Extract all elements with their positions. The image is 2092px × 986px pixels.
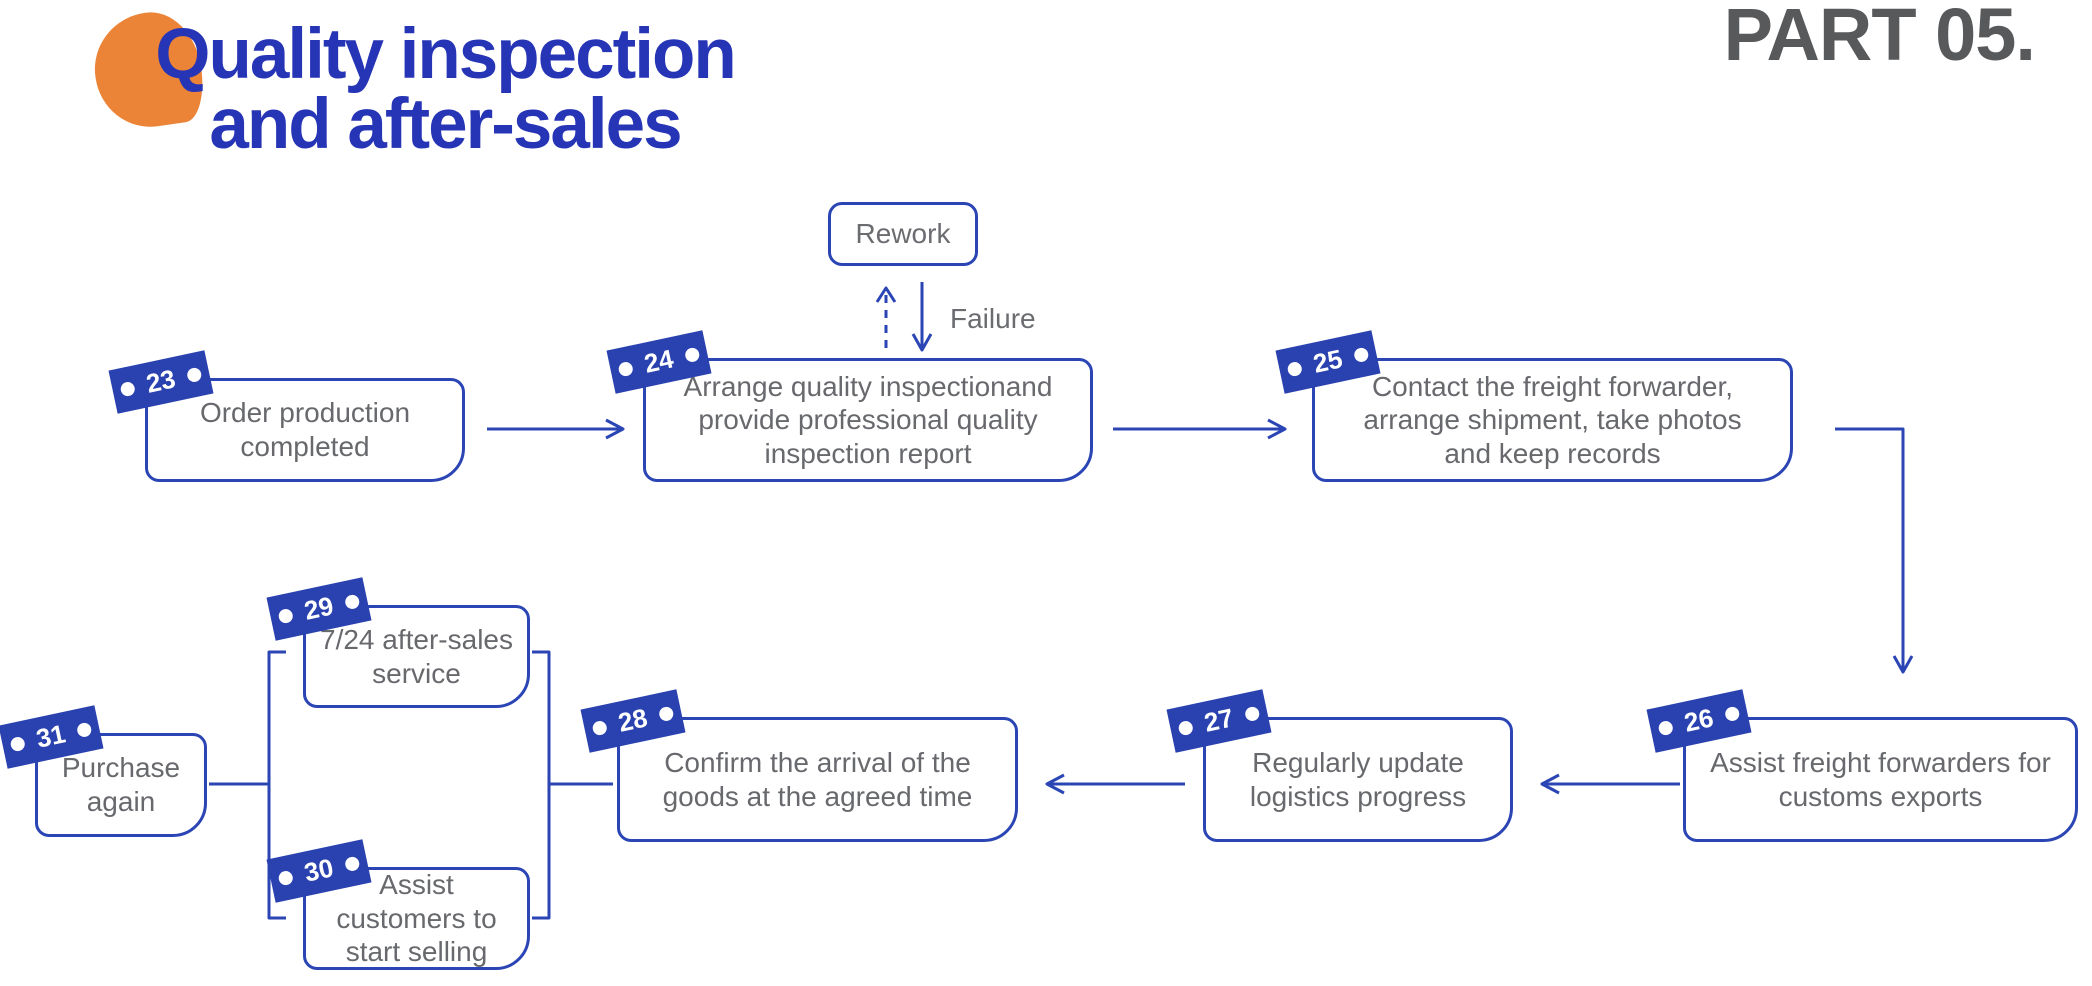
step-number-23: 23 (143, 363, 179, 400)
step-number-28: 28 (615, 702, 651, 739)
step-label-31: Purchase again (61, 752, 181, 817)
step-box-after-sales-service: 29 7/24 after-sales service (266, 577, 530, 708)
step-label-24: Arrange quality inspectionand provide pr… (683, 370, 1053, 469)
part-number-label: PART 05. (1723, 0, 2036, 76)
slide-title-line2: and after-sales (209, 85, 682, 164)
step-box-assist-customs-exports: 26 Assist freight forwarders for customs… (1646, 689, 2078, 842)
arrow-25-to-26-elbow (1835, 427, 1914, 674)
slide-title: Quality inspection and after-sales (125, 15, 765, 164)
step-box-confirm-arrival: 28 Confirm the arrival of the goods at t… (580, 689, 1018, 842)
step-label-23: Order production completed (199, 397, 411, 462)
step-label-27: Regularly update logistics progress (1249, 746, 1467, 812)
arrowhead-rework-up (875, 286, 897, 303)
step-box-contact-freight-forwarder: 25 Contact the freight forwarder, arrang… (1275, 330, 1793, 482)
arrow-26-to-27 (1540, 773, 1680, 795)
step-label-28: Confirm the arrival of the goods at the … (662, 746, 973, 812)
arrow-23-to-24 (487, 418, 625, 440)
step-number-25: 25 (1310, 343, 1346, 380)
step-number-31: 31 (33, 718, 69, 755)
step-number-29: 29 (301, 590, 337, 627)
step-label-29: 7/24 after-sales service (320, 623, 513, 689)
step-number-26: 26 (1681, 702, 1717, 739)
step-box-update-logistics-progress: 27 Regularly update logistics progress (1166, 689, 1513, 842)
step-label-26: Assist freight forwarders for customs ex… (1710, 746, 2051, 812)
step-number-27: 27 (1201, 702, 1237, 739)
step-box-purchase-again: 31 Purchase again (0, 705, 207, 837)
rework-box: Rework (828, 202, 978, 266)
step-number-30: 30 (301, 852, 337, 889)
arrow-24-to-25 (1113, 418, 1287, 440)
rework-label: Rework (855, 218, 951, 249)
step-label-25: Contact the freight forwarder, arrange s… (1363, 370, 1742, 469)
bracket-right (532, 650, 551, 920)
step-box-order-production-completed: 23 Order production completed (108, 350, 465, 482)
step-box-arrange-quality-inspection: 24 Arrange quality inspectionand provide… (606, 330, 1093, 482)
step-box-assist-customers-selling: 30 Assist customers to start selling (266, 839, 530, 970)
step-label-30: Assist customers to start selling (336, 869, 497, 968)
step-number-24: 24 (641, 343, 677, 380)
arrow-27-to-28 (1045, 773, 1185, 795)
slide-title-line1: Quality inspection (155, 15, 736, 94)
failure-label: Failure (950, 303, 1036, 334)
arrow-failure-down (911, 282, 933, 352)
